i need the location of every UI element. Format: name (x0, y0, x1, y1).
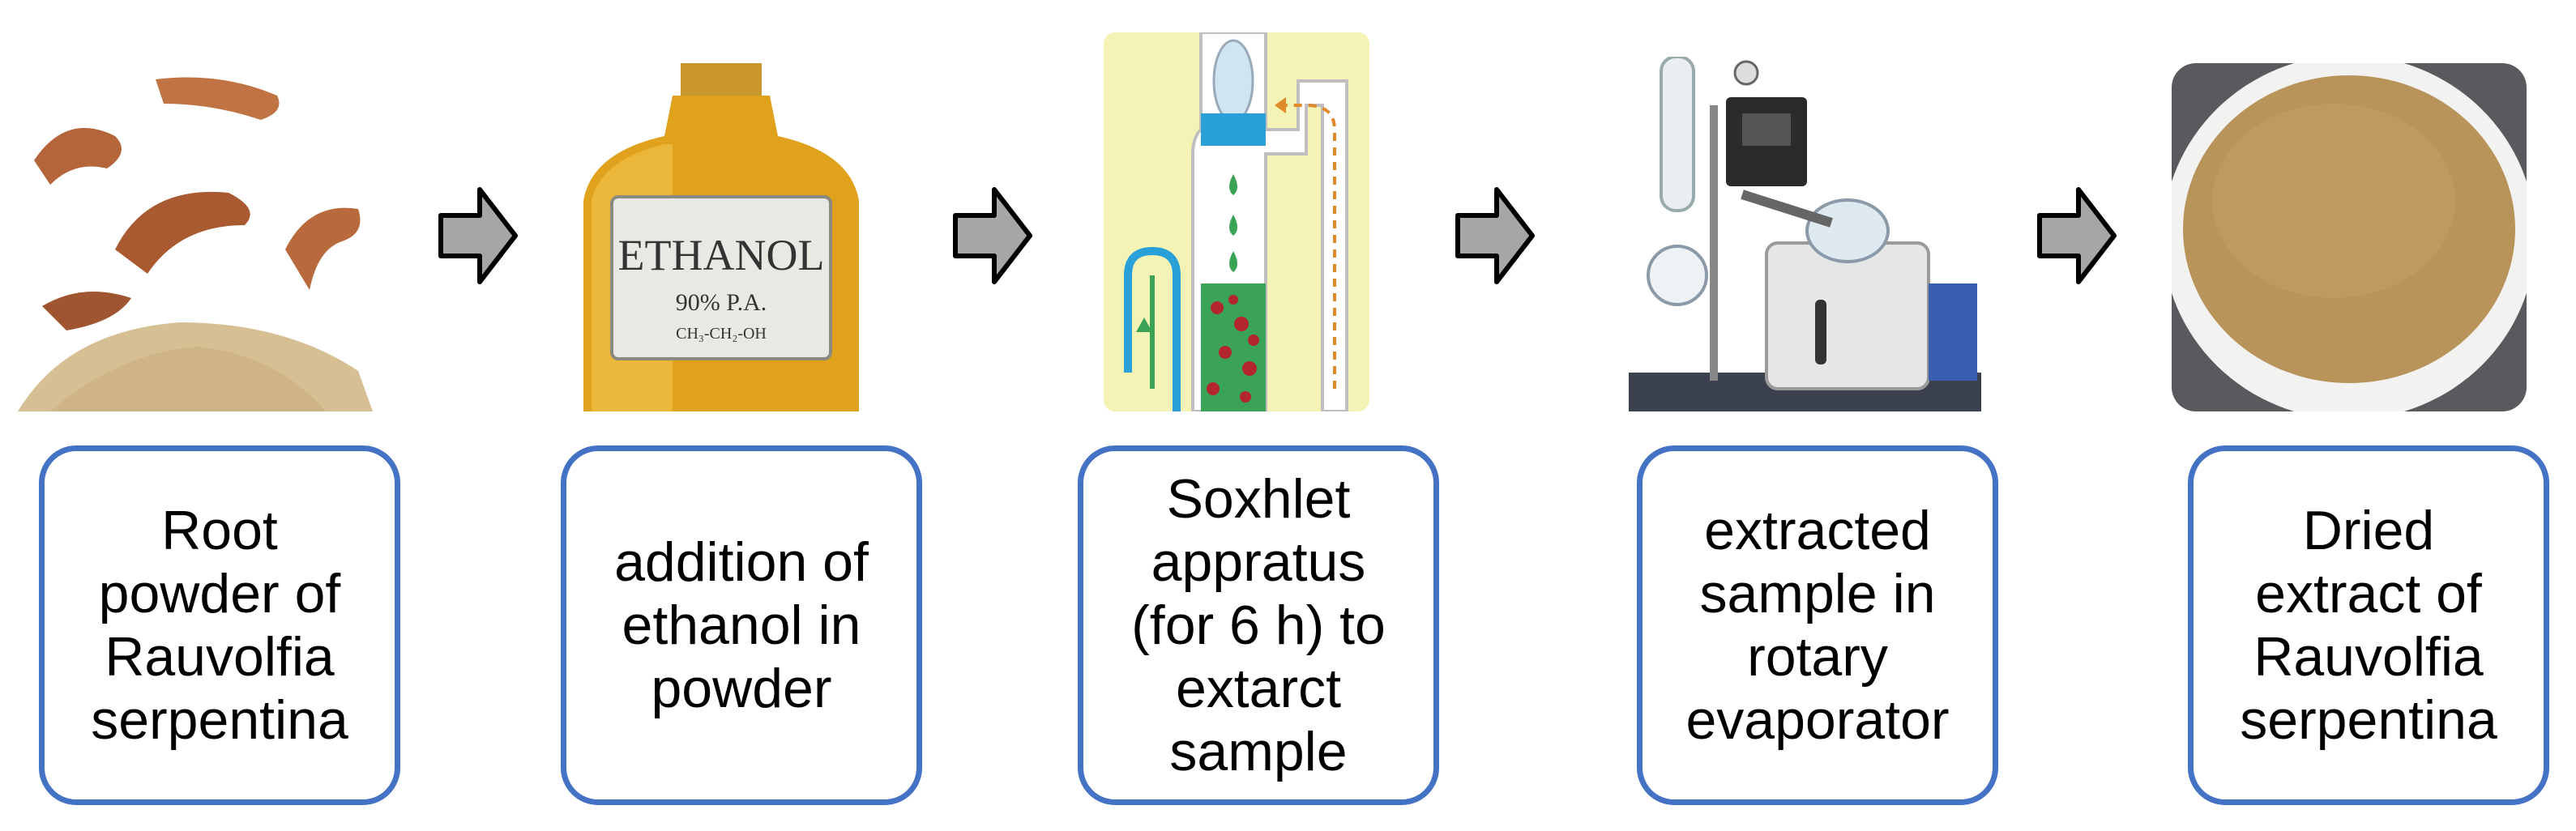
caption-line: sample (1169, 721, 1348, 782)
caption-line: extarct (1175, 658, 1342, 719)
soxhlet-apparatus-icon (1104, 32, 1369, 411)
caption-line: extracted (1704, 500, 1931, 561)
right-arrow-icon (2036, 186, 2117, 285)
step-5-caption: Dried extract of Rauvolfia serpentina (2240, 499, 2497, 752)
caption-line: powder of (98, 563, 341, 624)
caption-line: Root (161, 500, 278, 561)
right-arrow-icon (438, 186, 519, 285)
step-2-caption: addition of ethanol in powder (614, 531, 869, 720)
step-4-caption: extracted sample in rotary evaporator (1685, 499, 1949, 752)
caption-line: extract of (2255, 563, 2482, 624)
dried-extract-image (2172, 63, 2527, 411)
bottle-label-name: ETHANOL (618, 231, 825, 279)
ethanol-bottle-image: ETHANOL 90% P.A. CH₃-CH₂-OH (575, 63, 867, 411)
rotary-evaporator-image (1629, 57, 1981, 411)
caption-line: serpentina (91, 689, 348, 751)
step-1-caption: Root powder of Rauvolfia serpentina (91, 499, 348, 752)
soxhlet-apparatus-image (1104, 32, 1369, 411)
caption-line: rotary (1747, 626, 1888, 688)
bottle-label-formula: CH₃-CH₂-OH (676, 325, 767, 343)
caption-line: Dried (2302, 500, 2435, 561)
step-3-caption: Soxhlet appratus (for 6 h) to extarct sa… (1131, 467, 1386, 783)
caption-line: powder (651, 658, 832, 719)
step-1-caption-box: Root powder of Rauvolfia serpentina (39, 445, 400, 805)
caption-line: serpentina (2240, 689, 2497, 751)
root-powder-icon (18, 63, 373, 411)
bottle-label-concentration: 90% P.A. (676, 289, 767, 316)
caption-line: Soxhlet (1166, 468, 1351, 530)
ethanol-bottle-icon: ETHANOL 90% P.A. CH₃-CH₂-OH (575, 63, 867, 411)
right-arrow-icon (952, 186, 1033, 285)
caption-line: evaporator (1685, 689, 1950, 751)
rotary-evaporator-icon (1629, 57, 1981, 411)
step-4-caption-box: extracted sample in rotary evaporator (1637, 445, 1998, 805)
dried-extract-icon (2172, 63, 2527, 411)
caption-line: sample in (1699, 563, 1936, 624)
caption-line: (for 6 h) to (1131, 594, 1386, 656)
step-2-caption-box: addition of ethanol in powder (561, 445, 922, 805)
right-arrow-icon (1455, 186, 1536, 285)
caption-line: Rauvolfia (105, 626, 335, 688)
caption-line: addition of (614, 531, 869, 593)
caption-line: appratus (1151, 531, 1366, 593)
root-powder-image (18, 63, 373, 411)
caption-line: Rauvolfia (2253, 626, 2484, 688)
step-3-caption-box: Soxhlet appratus (for 6 h) to extarct sa… (1078, 445, 1439, 805)
caption-line: ethanol in (622, 594, 861, 656)
step-5-caption-box: Dried extract of Rauvolfia serpentina (2188, 445, 2549, 805)
